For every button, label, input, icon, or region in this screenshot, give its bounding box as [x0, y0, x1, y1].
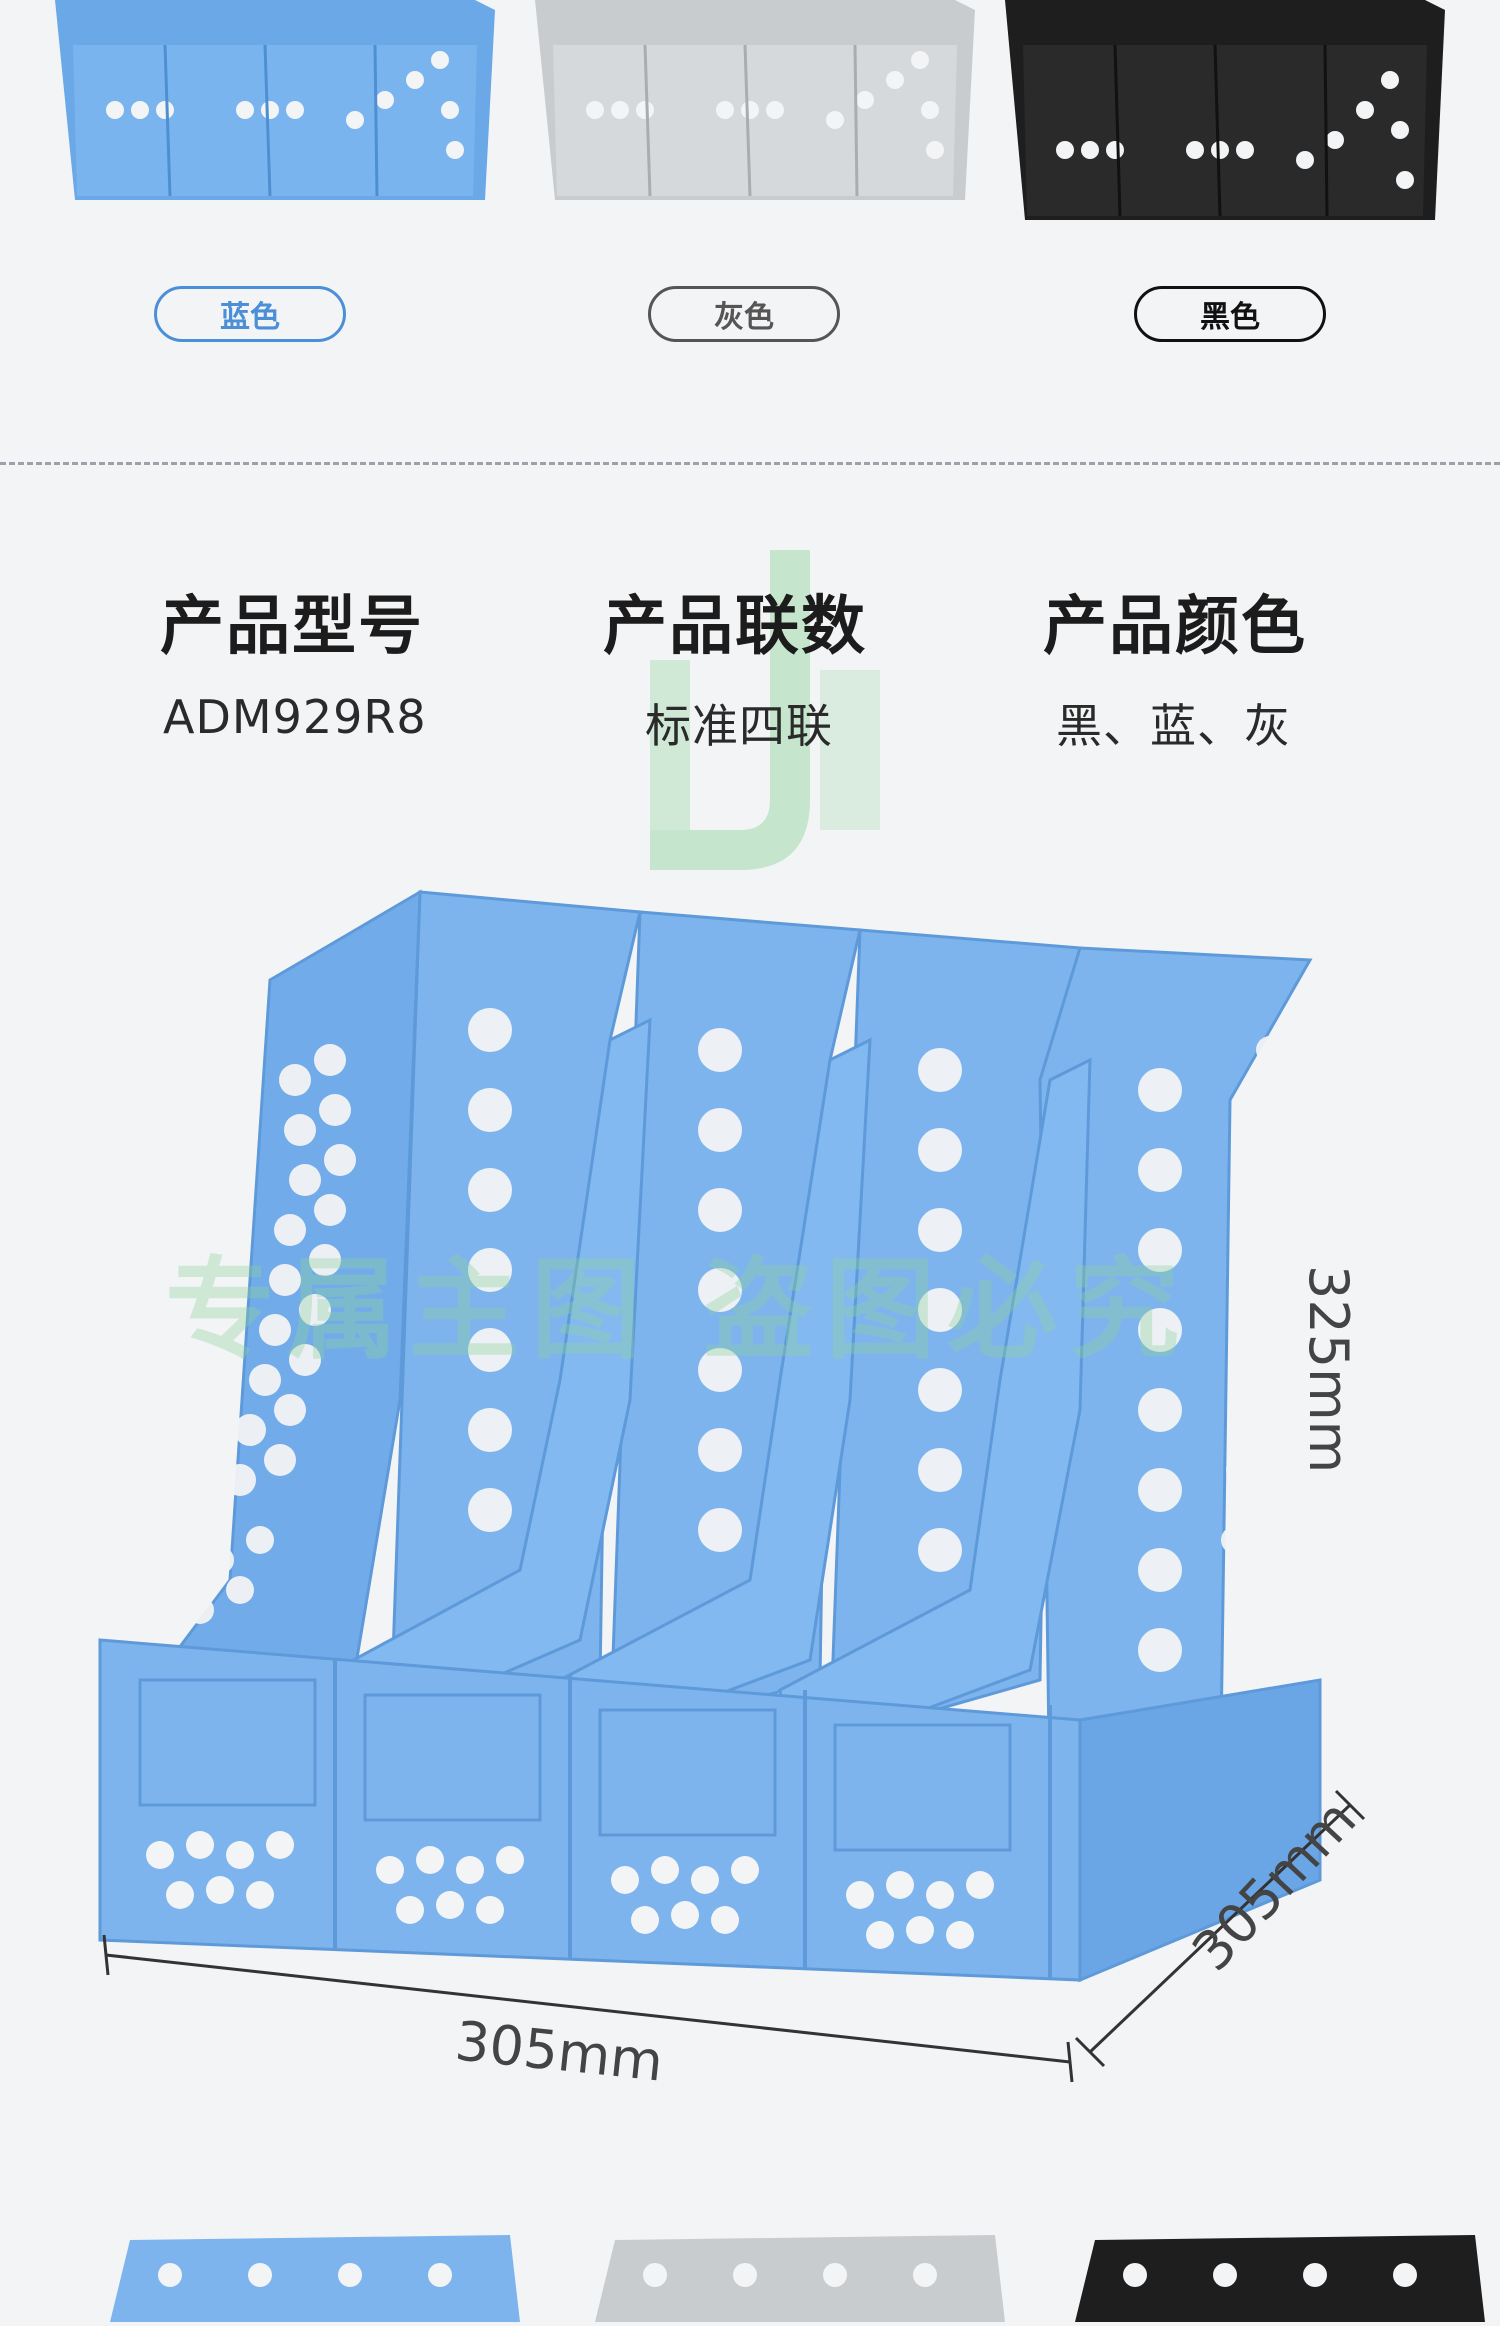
black-variant-image [1005, 0, 1445, 225]
spec-title-color: 产品颜色 [1043, 590, 1307, 664]
gray-variant-image [535, 0, 975, 225]
color-option-label: 灰色 [714, 300, 774, 335]
spec-value-model: ADM929R8 [163, 690, 427, 744]
color-option-blue[interactable]: 蓝色 [154, 286, 346, 342]
section-divider [0, 462, 1500, 465]
color-option-label: 蓝色 [220, 300, 280, 335]
watermark-text: 专属主图 盗图必究 [165, 1246, 1192, 1374]
height-dimension-label: 325mm [1297, 1265, 1360, 1474]
color-option-black[interactable]: 黑色 [1134, 286, 1326, 342]
watermark-logo-icon [650, 550, 880, 870]
blue-variant-bottom-image [110, 2225, 530, 2322]
spec-value-count: 标准四联 [645, 699, 833, 753]
file-holder-product-image [98, 889, 1322, 1983]
dimension-lines [102, 1789, 1366, 2083]
blue-variant-image [55, 0, 495, 225]
spec-value-color: 黑、蓝、灰 [1056, 699, 1291, 753]
spec-title-model: 产品型号 [160, 590, 424, 664]
color-option-label: 黑色 [1200, 300, 1260, 335]
spec-title-count: 产品联数 [603, 590, 867, 664]
color-option-gray[interactable]: 灰色 [648, 286, 840, 342]
black-variant-bottom-image [1075, 2225, 1495, 2322]
gray-variant-bottom-image [595, 2225, 1015, 2322]
